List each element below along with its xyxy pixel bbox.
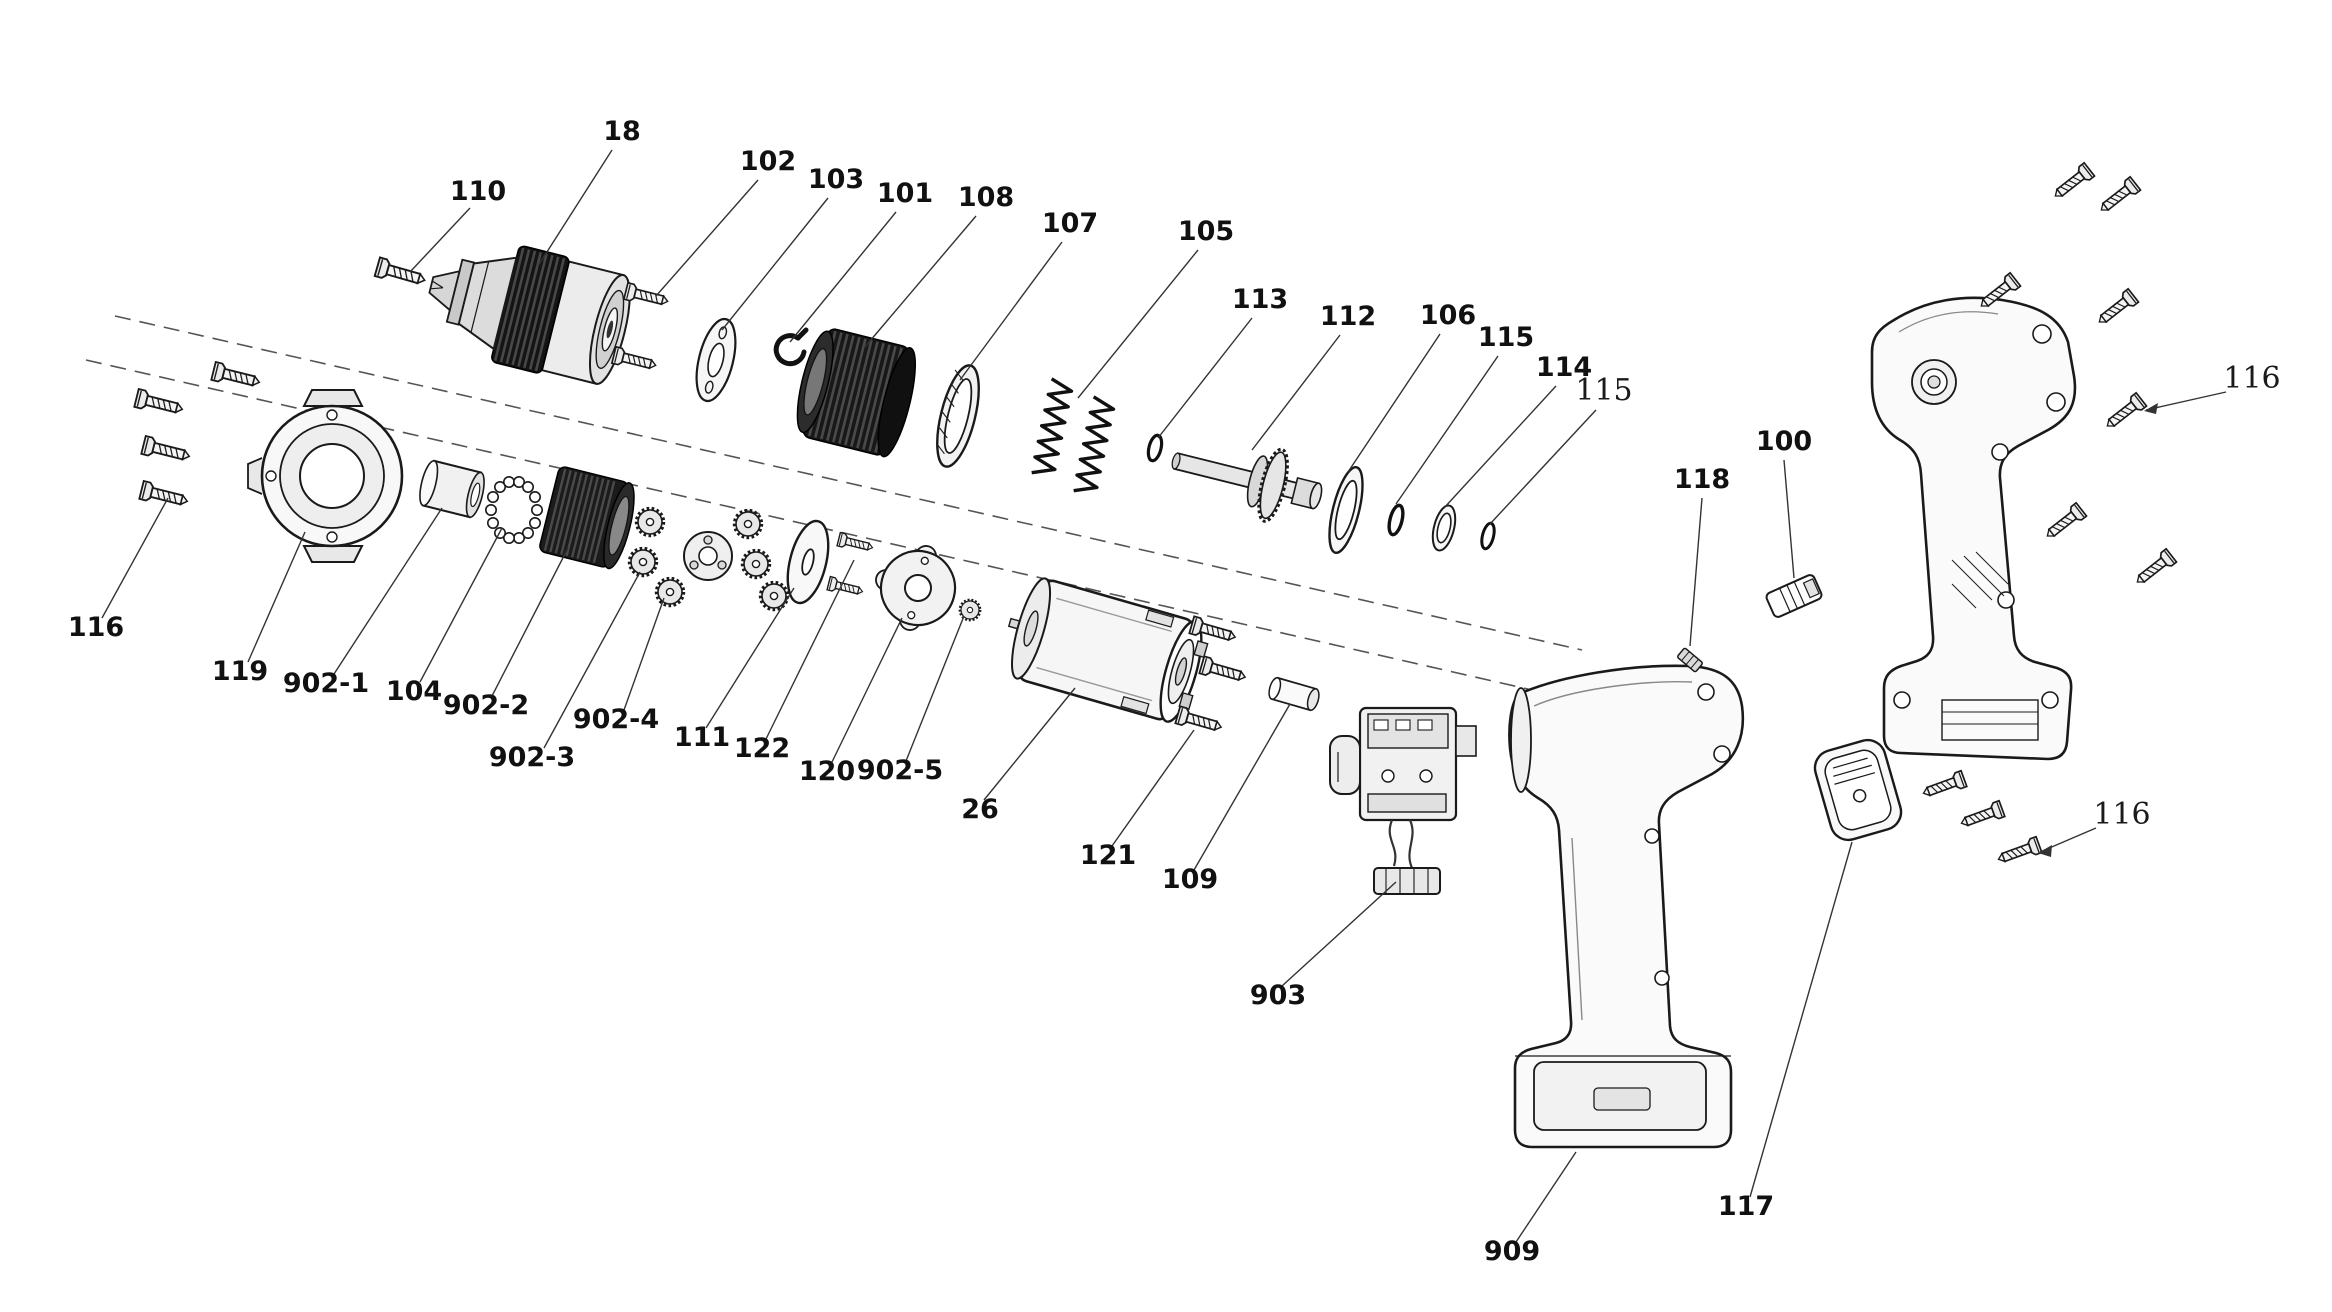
part-washer-111 xyxy=(786,519,830,605)
part-label-902-4: 902-4 xyxy=(573,704,659,735)
part-clutch-collar-108 xyxy=(796,328,917,458)
part-carrier-and-gears-902-4 xyxy=(683,508,790,612)
part-button-100 xyxy=(1765,574,1823,618)
part-ring-113 xyxy=(1146,433,1164,463)
part-label-100: 100 xyxy=(1756,426,1812,457)
part-label-101: 101 xyxy=(877,178,933,209)
part-label-116-left: 116 xyxy=(68,612,124,643)
part-label-103: 103 xyxy=(808,164,864,195)
part-label-109: 109 xyxy=(1162,864,1218,895)
part-label-119: 119 xyxy=(212,656,268,687)
part-ring-115a xyxy=(1387,503,1405,537)
part-motor-26 xyxy=(1007,577,1209,723)
part-housing-909 xyxy=(1508,664,1745,1149)
part-ring-115b xyxy=(1480,521,1496,551)
part-label-108: 108 xyxy=(958,182,1014,213)
part-label-110: 110 xyxy=(450,176,506,207)
part-label-121: 121 xyxy=(1080,840,1136,871)
part-label-909: 909 xyxy=(1484,1236,1540,1267)
part-chuck-18 xyxy=(428,245,631,385)
part-ring-114 xyxy=(1431,504,1457,552)
part-label-106: 106 xyxy=(1420,300,1476,331)
part-label-102: 102 xyxy=(740,146,796,177)
part-ring-107 xyxy=(936,364,980,468)
part-label-122: 122 xyxy=(734,733,790,764)
part-clip-101 xyxy=(773,327,809,367)
part-label-902-2: 902-2 xyxy=(443,690,529,721)
part-label-115-a: 115 xyxy=(1478,322,1534,353)
part-cap-117 xyxy=(1813,738,1903,842)
part-gearbox-housing-119 xyxy=(247,389,404,563)
part-spindle-112 xyxy=(1171,447,1323,523)
part-housing-half-right xyxy=(1870,296,2077,761)
part-label-902-5: 902-5 xyxy=(857,755,943,786)
part-end-plate-120 xyxy=(875,545,957,631)
part-label-112: 112 xyxy=(1320,301,1376,332)
part-label-903: 903 xyxy=(1250,980,1306,1011)
part-pin-118 xyxy=(1677,647,1703,673)
part-labels: 18 110 102 103 101 108 107 105 113 112 1… xyxy=(68,116,2281,1267)
part-label-107: 107 xyxy=(1042,208,1098,239)
part-label-18: 18 xyxy=(603,116,641,147)
part-label-118: 118 xyxy=(1674,464,1730,495)
part-label-26: 26 xyxy=(961,794,999,825)
part-gear-drum-902-2 xyxy=(539,466,635,570)
part-washer-103 xyxy=(695,317,737,403)
part-label-115-b: 115 xyxy=(1575,373,1632,408)
part-pin-109 xyxy=(1268,676,1320,712)
part-switch-903 xyxy=(1329,706,1477,895)
axis-dashed-lines xyxy=(85,315,1583,694)
part-ball-ring-104 xyxy=(484,475,543,544)
part-sleeve-902-1 xyxy=(419,459,485,519)
leader-lines xyxy=(101,149,2227,1243)
part-planet-gears-902-3 xyxy=(627,506,686,608)
part-label-111: 111 xyxy=(674,722,730,753)
part-springs-105 xyxy=(1029,377,1117,497)
part-label-105: 105 xyxy=(1178,216,1234,247)
part-label-113: 113 xyxy=(1232,284,1288,315)
part-label-117: 117 xyxy=(1718,1191,1774,1222)
part-screws-116-left xyxy=(133,361,263,512)
part-label-120: 120 xyxy=(799,756,855,787)
part-label-902-1: 902-1 xyxy=(283,668,369,699)
part-label-902-3: 902-3 xyxy=(489,742,575,773)
part-label-104: 104 xyxy=(386,676,442,707)
part-label-116-right: 116 xyxy=(2223,361,2280,396)
part-washer-106 xyxy=(1328,465,1364,555)
part-label-114: 114 xyxy=(1536,352,1592,383)
part-label-116-bottom: 116 xyxy=(2093,797,2150,832)
